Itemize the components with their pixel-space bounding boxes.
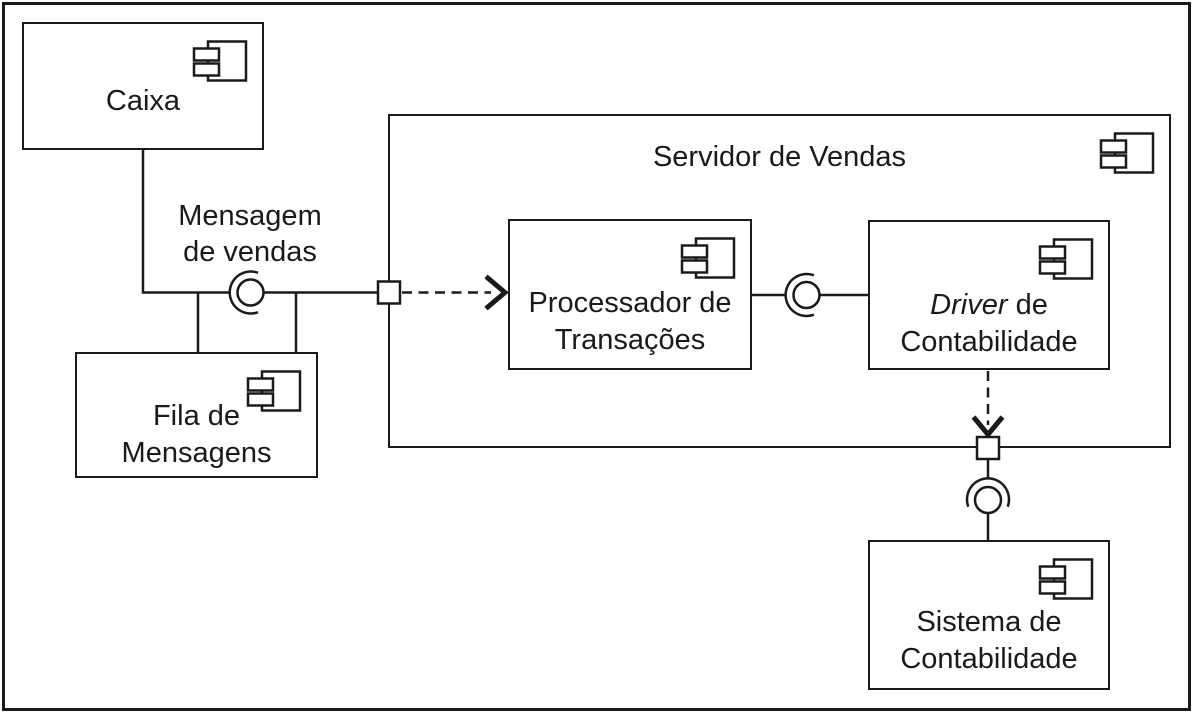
component-label: Processador de Transações	[528, 287, 732, 356]
interface-label-mensagem-de-vendas: Mensagem de vendas	[178, 200, 322, 268]
component-icon	[680, 237, 736, 279]
component-icon	[246, 370, 302, 412]
component-icon	[1099, 132, 1155, 174]
component-label: Fila de Mensagens	[121, 400, 272, 469]
component-caixa: Caixa	[22, 22, 264, 150]
component-driver-de-contabilidade: Driver de Contabilidade	[868, 220, 1110, 370]
component-processador-de-transacoes: Processador de Transações	[508, 219, 752, 370]
component-servidor-de-vendas: Servidor de Vendas	[388, 114, 1171, 448]
component-sistema-de-contabilidade: Sistema de Contabilidade	[868, 540, 1110, 690]
component-label: Servidor de Vendas	[652, 141, 907, 173]
component-label: Driver de Contabilidade	[900, 289, 1078, 358]
component-icon	[192, 40, 248, 82]
component-fila-de-mensagens: Fila de Mensagens	[75, 352, 318, 478]
component-icon	[1038, 558, 1094, 600]
component-icon	[1038, 238, 1094, 280]
component-label: Caixa	[105, 85, 181, 117]
component-label: Sistema de Contabilidade	[900, 606, 1078, 675]
